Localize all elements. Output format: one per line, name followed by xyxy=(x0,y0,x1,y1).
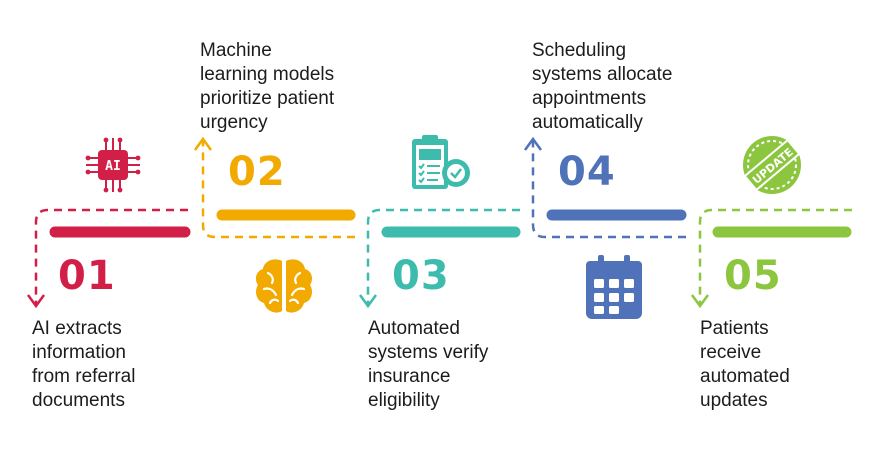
step-2-arrowhead xyxy=(193,136,213,151)
step-5-arrowhead xyxy=(690,294,710,309)
step-2-number: 02 xyxy=(228,149,286,195)
step-1-number: 01 xyxy=(58,253,116,299)
brain-icon xyxy=(255,259,313,313)
clipboard-check-icon xyxy=(412,135,470,189)
step-5-description: Patients receive automated updates xyxy=(700,318,790,411)
step-3-arrowhead xyxy=(358,294,378,309)
step-3-number: 03 xyxy=(392,253,450,299)
step-3-description: Automated systems verify insurance eligi… xyxy=(368,318,489,411)
step-4-dashed-line xyxy=(531,140,686,239)
step-1-arrowhead xyxy=(26,294,46,309)
ai-chip-label: AI xyxy=(105,159,121,174)
step-4-description: Scheduling systems allocate appointments… xyxy=(532,40,673,133)
calendar-icon xyxy=(586,255,642,319)
step-3-dashed-line xyxy=(366,208,520,305)
step-4-connector xyxy=(523,136,687,239)
step-5-connector xyxy=(690,208,852,309)
step-5-number: 05 xyxy=(724,253,782,299)
step-4-number: 04 xyxy=(558,149,616,195)
ai-chip-icon: AI xyxy=(85,137,141,193)
update-badge-icon: UPDATE xyxy=(743,136,801,194)
step-1-connector xyxy=(26,208,191,309)
step-2-dashed-line xyxy=(201,140,355,239)
step-2-connector xyxy=(193,136,356,239)
step-4-arrowhead xyxy=(523,136,543,151)
step-1-dashed-line xyxy=(34,208,188,305)
step-5-dashed-line xyxy=(698,208,852,305)
step-3-connector xyxy=(358,208,521,309)
step-1-description: AI extracts information from referral do… xyxy=(32,318,136,411)
step-2-description: Machine learning models prioritize patie… xyxy=(200,40,335,133)
